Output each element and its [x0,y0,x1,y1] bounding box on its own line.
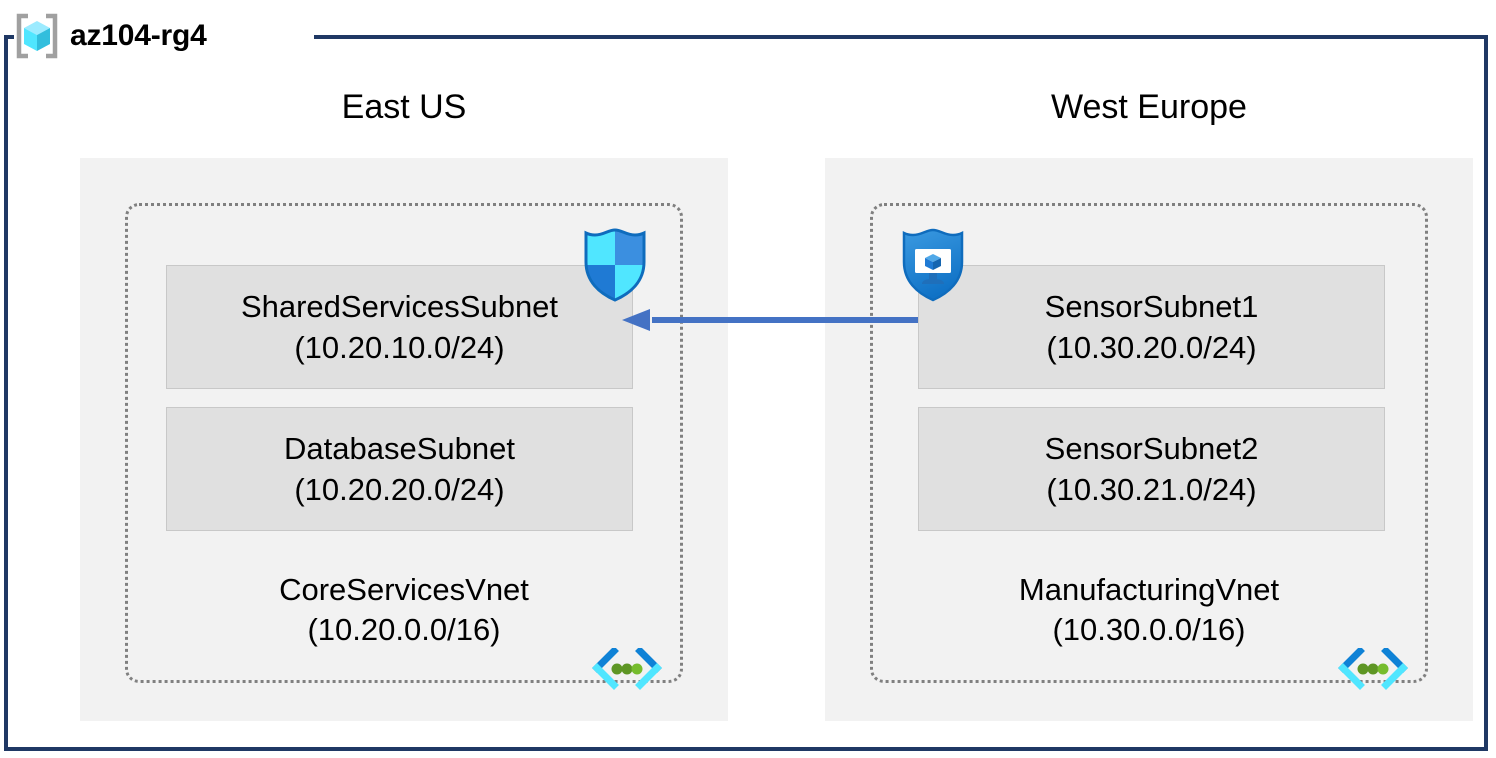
virtual-network-icon [592,646,662,690]
subnet-name: DatabaseSubnet [284,431,515,466]
subnet-address-prefix: (10.20.10.0/24) [294,330,505,365]
subnet-sensorsubnet2: SensorSubnet2 (10.30.21.0/24) [918,407,1385,531]
resource-group-name: az104-rg4 [70,19,207,52]
resource-group-title: az104-rg4 [14,8,207,64]
vnet-name: ManufacturingVnet [1018,572,1280,607]
application-security-group-vm-shield-icon [900,228,966,302]
region-label-east-us: East US [341,88,467,126]
vnet-coreservicesvnet: SharedServicesSubnet (10.20.10.0/24) Dat… [125,203,683,683]
subnet-address-prefix: (10.20.20.0/24) [294,472,505,507]
subnet-name: SensorSubnet1 [1044,289,1259,324]
vnet-address-space: (10.20.0.0/16) [307,612,501,647]
region-label-west-europe: West Europe [1051,88,1247,126]
subnet-address-prefix: (10.30.20.0/24) [1046,330,1257,365]
subnet-databasesubnet: DatabaseSubnet (10.20.20.0/24) [166,407,633,531]
subnet-sharedservicessubnet: SharedServicesSubnet (10.20.10.0/24) [166,265,633,389]
subnet-name: SensorSubnet2 [1044,431,1259,466]
vnet-peering-arrow [618,303,928,337]
virtual-network-icon [1338,646,1408,690]
vnet-name: CoreServicesVnet [279,572,529,607]
vnet-caption-manufacturingvnet: ManufacturingVnet (10.30.0.0/16) [873,570,1425,650]
resource-group-frame [4,35,1488,751]
vnet-manufacturingvnet: SensorSubnet1 (10.30.20.0/24) SensorSubn… [870,203,1428,683]
subnet-name: SharedServicesSubnet [240,289,559,324]
subnet-sensorsubnet1: SensorSubnet1 (10.30.20.0/24) [918,265,1385,389]
resource-group-title-mask [14,8,314,64]
region-container-east-us: SharedServicesSubnet (10.20.10.0/24) Dat… [80,158,728,721]
network-security-group-shield-icon [582,228,648,302]
vnet-address-space: (10.30.0.0/16) [1052,612,1246,647]
region-container-west-europe: SensorSubnet1 (10.30.20.0/24) SensorSubn… [825,158,1473,721]
vnet-caption-coreservicesvnet: CoreServicesVnet (10.20.0.0/16) [128,570,680,650]
subnet-address-prefix: (10.30.21.0/24) [1046,472,1257,507]
resource-group-cube-icon [14,13,60,59]
